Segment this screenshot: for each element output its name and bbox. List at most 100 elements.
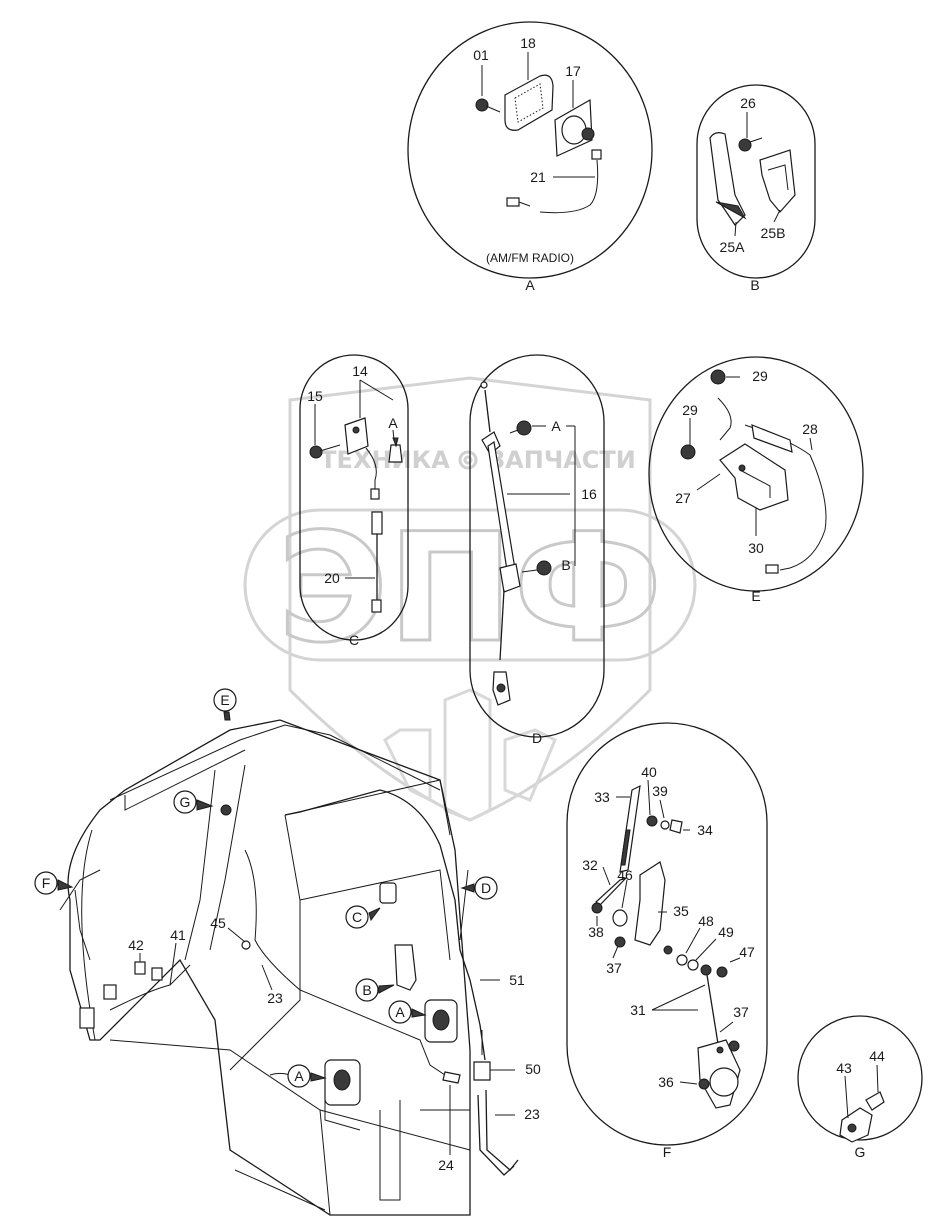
part-28-harness xyxy=(717,397,827,574)
label-44: 44 xyxy=(869,1048,885,1064)
label-16: 16 xyxy=(581,486,597,502)
part-46-bushing xyxy=(612,909,628,927)
label-24: 24 xyxy=(438,1157,454,1173)
label-31: 31 xyxy=(630,1002,646,1018)
label-36: 36 xyxy=(658,1074,674,1090)
label-48: 48 xyxy=(698,913,714,929)
label-51: 51 xyxy=(509,972,525,988)
label-42: 42 xyxy=(128,937,144,953)
label-28: 28 xyxy=(802,421,818,437)
view-d-pointer-bottom: B xyxy=(561,557,570,573)
part-35-cover xyxy=(634,861,666,946)
callout-f: F xyxy=(34,871,74,895)
label-14: 14 xyxy=(352,363,368,379)
view-a-caption: (AM/FM RADIO) xyxy=(486,251,574,265)
part-29-screw-lower xyxy=(680,444,696,460)
label-25b: 25B xyxy=(761,225,786,241)
view-g-letter: G xyxy=(855,1144,866,1160)
watermark-text-left: ТЕХНИКА xyxy=(320,446,450,474)
svg-text:B: B xyxy=(362,982,371,998)
part-26-screw xyxy=(738,137,763,152)
label-18: 18 xyxy=(520,35,536,51)
view-c: 14 15 A 20 C xyxy=(299,354,409,648)
part-17-speaker xyxy=(554,98,595,157)
watermark-text-right: ЗАПЧАСТИ xyxy=(488,446,636,474)
view-e-letter: E xyxy=(751,588,760,604)
callout-e: E xyxy=(213,688,237,721)
part-31-motor-linkage xyxy=(697,964,741,1109)
label-21: 21 xyxy=(530,169,546,185)
callout-a-lower: A xyxy=(287,1064,327,1088)
part-47-36-37-screws xyxy=(698,966,740,1090)
part-14-switch xyxy=(344,417,380,500)
label-23-lower: 23 xyxy=(524,1106,540,1122)
label-46: 46 xyxy=(617,867,633,883)
cab-assembly xyxy=(59,719,519,1216)
part-20-rod xyxy=(371,511,383,613)
view-d: A 16 B D xyxy=(469,354,605,746)
part-16-rod xyxy=(480,381,521,706)
part-27-bracket xyxy=(719,443,789,511)
svg-text:A: A xyxy=(395,1004,405,1020)
watermark-gear-icon xyxy=(458,450,478,470)
svg-text:F: F xyxy=(42,875,51,891)
part-01-screw xyxy=(475,98,501,113)
part-15-screw xyxy=(309,444,341,459)
label-27: 27 xyxy=(675,490,691,506)
svg-text:E: E xyxy=(220,692,229,708)
view-c-pointer: A xyxy=(388,415,398,431)
callout-c: C xyxy=(345,905,381,929)
view-e: 29 29 28 27 30 E xyxy=(648,356,864,604)
main-part-labels: 45 42 41 23 51 50 23 24 xyxy=(128,915,541,1173)
callout-b: B xyxy=(355,978,395,1002)
part-40-39-34-hardware xyxy=(646,815,683,834)
label-20: 20 xyxy=(324,570,340,586)
part-33-wiper-blade xyxy=(619,784,641,873)
label-29-upper: 29 xyxy=(752,368,768,384)
label-30: 30 xyxy=(748,540,764,556)
part-25b-clip xyxy=(759,149,796,213)
main-callouts: E G F D C B A xyxy=(34,688,498,1088)
label-37-upper: 37 xyxy=(606,960,622,976)
label-40: 40 xyxy=(641,764,657,780)
view-b-letter: B xyxy=(750,277,759,293)
svg-text:C: C xyxy=(352,909,362,925)
label-35: 35 xyxy=(673,903,689,919)
view-g: 43 44 G xyxy=(797,1015,923,1160)
svg-text:G: G xyxy=(180,794,191,810)
label-41: 41 xyxy=(170,927,186,943)
part-21-harness xyxy=(506,149,602,214)
part-29-screw-upper xyxy=(710,369,740,385)
label-43: 43 xyxy=(836,1060,852,1076)
part-16-screw-upper xyxy=(509,420,532,436)
label-47: 47 xyxy=(739,944,755,960)
view-c-letter: C xyxy=(349,632,359,648)
view-d-letter: D xyxy=(532,730,542,746)
label-38: 38 xyxy=(588,924,604,940)
label-25a: 25A xyxy=(720,239,746,255)
view-f-letter: F xyxy=(663,1144,672,1160)
view-f: 40 39 33 34 32 46 35 38 48 49 37 47 31 3… xyxy=(566,722,768,1160)
label-34: 34 xyxy=(697,822,713,838)
label-26: 26 xyxy=(740,95,756,111)
view-a: 01 18 17 21 (AM/FM RADIO) A xyxy=(407,21,653,293)
part-48-49-washers xyxy=(663,945,699,971)
label-29-lower: 29 xyxy=(682,402,698,418)
callout-a-upper: A xyxy=(388,1000,427,1024)
label-39: 39 xyxy=(652,783,668,799)
part-18-speaker-grille xyxy=(504,74,554,131)
callout-g: G xyxy=(173,790,214,814)
view-d-pointer-top: A xyxy=(551,418,561,434)
part-16-screw-lower xyxy=(521,560,552,576)
label-50: 50 xyxy=(525,1061,541,1077)
label-37-lower: 37 xyxy=(733,1004,749,1020)
label-17: 17 xyxy=(565,63,581,79)
svg-text:D: D xyxy=(481,880,491,896)
part-14-connector xyxy=(388,437,403,463)
label-23-upper: 23 xyxy=(267,990,283,1006)
view-b: 26 25A 25B B xyxy=(696,84,816,293)
svg-text:A: A xyxy=(294,1068,304,1084)
part-38-37-nuts xyxy=(591,902,626,948)
label-32: 32 xyxy=(582,857,598,873)
